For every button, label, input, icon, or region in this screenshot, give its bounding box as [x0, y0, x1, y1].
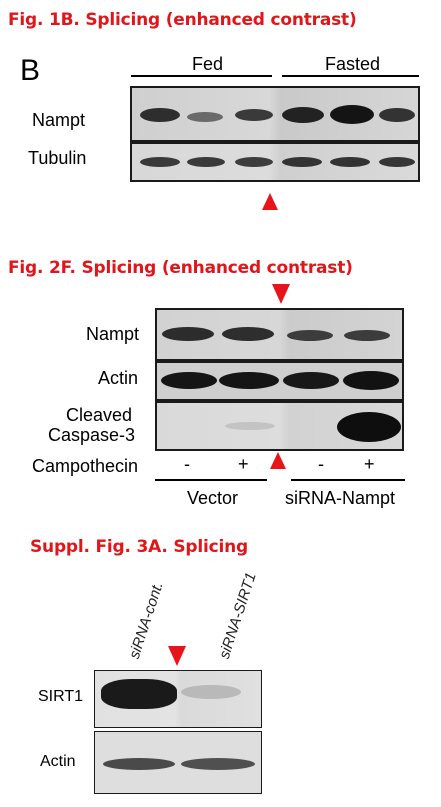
fig2-sirna-line [291, 479, 405, 481]
band [101, 679, 177, 709]
splice-arrow-down-icon [272, 284, 290, 304]
band [140, 157, 180, 167]
fig3-title: Suppl. Fig. 3A. Splicing [30, 537, 248, 557]
fig3-row-sirt1: SIRT1 [38, 688, 84, 705]
band [161, 372, 217, 389]
band [379, 157, 415, 167]
fig1-nampt-blot [130, 86, 420, 142]
fig1-fasted-line [282, 75, 419, 77]
band [283, 372, 339, 389]
fig2-group-vector: Vector [187, 488, 239, 508]
band [379, 108, 415, 122]
band [282, 107, 324, 123]
fig2-caspase-blot [155, 401, 404, 451]
band [235, 157, 273, 167]
band [330, 157, 370, 167]
fig2-vector-line [155, 479, 267, 481]
band [225, 422, 275, 430]
fig1-tubulin-blot [130, 142, 420, 182]
band [181, 758, 255, 770]
fig1-title: Fig. 1B. Splicing (enhanced contrast) [8, 10, 357, 30]
band [344, 330, 390, 341]
fig3-row-actin: Actin [40, 753, 76, 770]
fig3-sirt1-blot [94, 670, 262, 728]
panel-letter: B [20, 54, 41, 87]
band [282, 157, 322, 167]
fig2-row-cleaved-1: Cleaved [66, 405, 133, 425]
fig3-lane-2: siRNA-SIRT1 [215, 570, 260, 661]
splice-arrow-down-icon [168, 646, 186, 666]
fig2-row-nampt: Nampt [86, 324, 140, 344]
fig3-actin-blot [94, 731, 262, 794]
fig2-sign-4: + [364, 454, 375, 474]
splice-arrow-up-icon [262, 193, 278, 210]
fig1-fed-line [131, 75, 272, 77]
fig2-sign-3: - [318, 454, 324, 474]
fig2-group-sirna: siRNA-Nampt [285, 488, 396, 508]
band [181, 685, 241, 699]
fig2-row-cleaved-2: Caspase-3 [48, 425, 136, 445]
band [330, 105, 374, 124]
splice-arrow-up-icon [270, 452, 286, 469]
fig1-group-fed: Fed [192, 54, 224, 74]
band [235, 109, 273, 121]
fig3-lane-1: siRNA-cont. [125, 579, 167, 661]
fig1-group-fasted: Fasted [325, 54, 381, 74]
band [337, 412, 401, 442]
band [222, 327, 274, 341]
band [187, 112, 223, 122]
band [140, 108, 180, 122]
fig2-sign-1: - [184, 454, 190, 474]
fig1-row-tubulin: Tubulin [28, 148, 87, 168]
fig2-actin-blot [155, 361, 404, 401]
band [219, 372, 279, 389]
band [343, 371, 399, 390]
band [162, 327, 214, 341]
fig2-sign-2: + [238, 454, 249, 474]
fig2-title: Fig. 2F. Splicing (enhanced contrast) [8, 258, 353, 278]
fig2-row-actin: Actin [98, 368, 139, 388]
band [287, 330, 333, 341]
fig2-row-campothecin: Campothecin [32, 456, 139, 476]
fig1-row-nampt: Nampt [32, 110, 86, 130]
fig2-nampt-blot [155, 308, 404, 361]
band [187, 157, 225, 167]
band [103, 758, 175, 770]
